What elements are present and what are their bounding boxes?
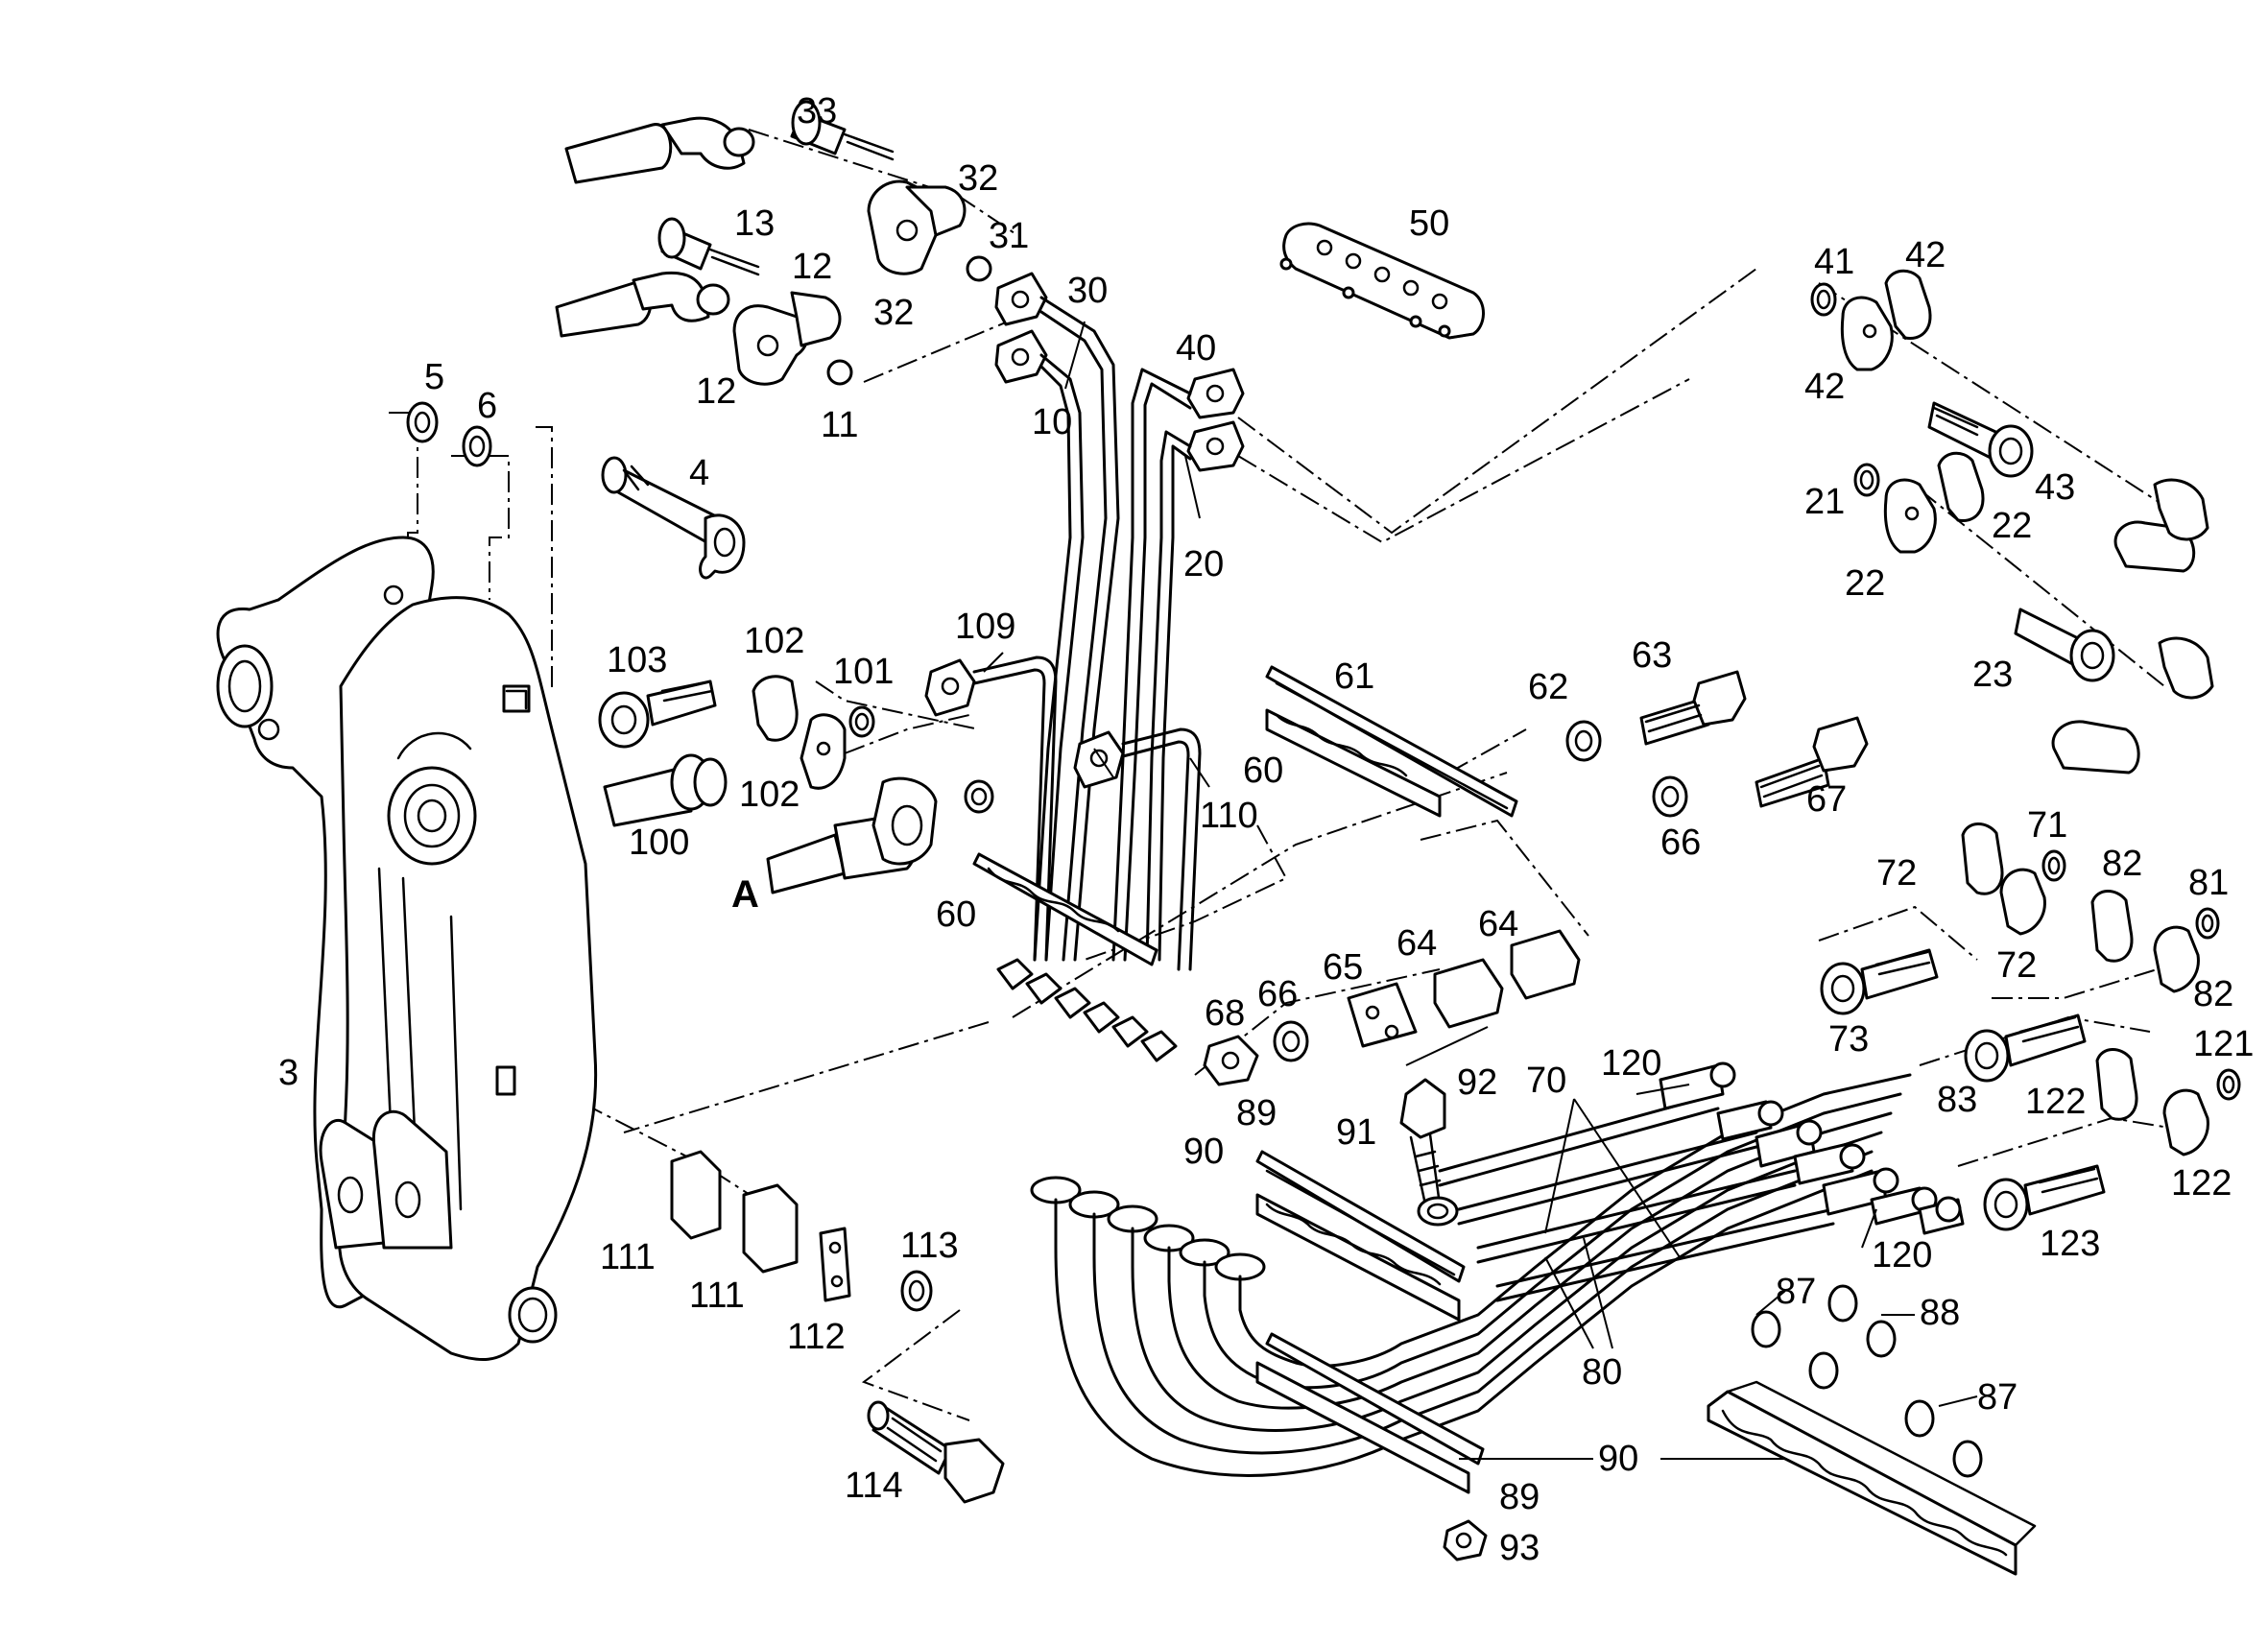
leader-lines xyxy=(983,321,1978,1460)
callout-102-top: 102 xyxy=(744,621,804,661)
callout-33: 33 xyxy=(797,91,837,131)
callout-113: 113 xyxy=(900,1226,959,1266)
washers-5-6 xyxy=(406,401,492,467)
callout-82-lower: 82 xyxy=(2193,974,2233,1014)
boom-arm xyxy=(216,536,598,1362)
callout-111-left: 111 xyxy=(689,1275,745,1316)
clamp-group-111 xyxy=(670,1150,1005,1504)
right-clamps-upper xyxy=(1810,269,2214,775)
callout-120-top: 120 xyxy=(1601,1043,1661,1084)
callout-71: 71 xyxy=(2027,805,2067,846)
callout-100: 100 xyxy=(629,822,689,863)
hose-end-fittings xyxy=(1659,1061,1965,1235)
callout-13: 13 xyxy=(734,203,775,244)
callout-11: 11 xyxy=(821,405,858,445)
callout-72-top: 72 xyxy=(1876,853,1917,894)
callout-65: 65 xyxy=(1323,947,1363,988)
callout-22-left: 22 xyxy=(1845,563,1885,604)
clamp-strips xyxy=(972,665,1518,1062)
clamp-group-122 xyxy=(1983,1048,2241,1231)
callout-22-right: 22 xyxy=(1992,506,2032,546)
clamp-group-82 xyxy=(1964,890,2220,1083)
callout-82-top: 82 xyxy=(2102,844,2142,884)
callout-112: 112 xyxy=(787,1317,846,1357)
callout-41: 41 xyxy=(1814,242,1854,282)
callout-89-bottom: 89 xyxy=(1499,1477,1540,1517)
callout-81: 81 xyxy=(2188,863,2229,903)
callout-102-lower: 102 xyxy=(739,775,800,815)
callout-101: 101 xyxy=(833,652,894,692)
callout-87-top: 87 xyxy=(1776,1272,1816,1312)
callout-6: 6 xyxy=(477,386,497,426)
callout-93: 93 xyxy=(1499,1528,1540,1568)
callout-90-bottom: 90 xyxy=(1598,1439,1638,1479)
callout-50: 50 xyxy=(1409,203,1449,244)
callout-90-top: 90 xyxy=(1183,1132,1224,1172)
callout-43: 43 xyxy=(2035,467,2075,508)
callout-4: 4 xyxy=(689,453,709,493)
callout-110: 110 xyxy=(1200,796,1258,836)
callout-labels: 33 32 32 31 30 13 12 12 11 10 50 40 20 4… xyxy=(278,91,2254,1568)
callout-122-lower: 122 xyxy=(2171,1163,2232,1204)
callout-109: 109 xyxy=(955,607,1015,647)
callout-60-right: 60 xyxy=(1243,751,1283,791)
callout-66-left: 66 xyxy=(1257,974,1298,1014)
callout-111-right: 111 xyxy=(600,1237,656,1277)
hose-rack-87-88 xyxy=(1707,1284,2037,1576)
callout-61: 61 xyxy=(1334,656,1374,697)
callout-31: 31 xyxy=(989,216,1029,256)
callout-64-left: 64 xyxy=(1397,923,1437,964)
callout-114: 114 xyxy=(845,1466,903,1506)
callout-80: 80 xyxy=(1582,1352,1622,1393)
bolts-and-plates-60s xyxy=(1203,670,1869,1086)
callout-12-lower: 12 xyxy=(696,371,736,412)
callout-23: 23 xyxy=(1972,655,2013,695)
fitting-group-100 xyxy=(598,656,1202,971)
callout-66-right: 66 xyxy=(1660,822,1701,863)
callout-72-lower: 72 xyxy=(1996,945,2037,986)
callout-123: 123 xyxy=(2040,1224,2100,1264)
callout-32-top: 32 xyxy=(958,158,998,199)
callout-92: 92 xyxy=(1457,1062,1497,1103)
callout-83: 83 xyxy=(1937,1080,1977,1120)
rigid-pipes xyxy=(1033,296,1192,962)
callout-67: 67 xyxy=(1806,779,1847,820)
callout-63: 63 xyxy=(1632,635,1672,676)
callout-42-top: 42 xyxy=(1905,235,1946,275)
callout-122-top: 122 xyxy=(2025,1082,2086,1122)
callout-20: 20 xyxy=(1183,544,1224,584)
callout-87-right: 87 xyxy=(1977,1377,2017,1418)
callout-64-right: 64 xyxy=(1478,904,1518,944)
callout-10: 10 xyxy=(1032,402,1072,442)
callout-30: 30 xyxy=(1067,271,1108,311)
upper-left-hose-group xyxy=(555,100,1048,386)
flanges-40-20 xyxy=(1186,368,1245,472)
callout-91: 91 xyxy=(1336,1112,1376,1153)
callout-32-lower: 32 xyxy=(873,293,914,333)
callout-121: 121 xyxy=(2193,1024,2254,1064)
fitting-4 xyxy=(601,456,746,580)
callout-42-lower: 42 xyxy=(1804,367,1845,407)
callout-120-bottom: 120 xyxy=(1872,1235,1932,1275)
callout-5: 5 xyxy=(424,357,444,397)
callout-12-top: 12 xyxy=(792,247,832,287)
hose-bundle xyxy=(1030,1061,1965,1494)
callout-70: 70 xyxy=(1526,1061,1566,1101)
callout-60-left: 60 xyxy=(936,894,976,935)
callout-103: 103 xyxy=(607,640,667,680)
callout-88: 88 xyxy=(1920,1293,1960,1333)
hose-flange-ends xyxy=(1030,1176,1266,1281)
view-label-A: A xyxy=(731,873,759,916)
callout-3: 3 xyxy=(278,1053,298,1093)
bolt-92-washer-91 xyxy=(1399,1078,1488,1562)
clamp-group-72 xyxy=(1820,822,2066,1015)
callout-68: 68 xyxy=(1205,993,1245,1034)
callout-21: 21 xyxy=(1804,482,1845,522)
callout-89-top: 89 xyxy=(1236,1093,1277,1133)
manifold-block xyxy=(1279,222,1485,340)
callout-73: 73 xyxy=(1828,1019,1869,1060)
callout-62: 62 xyxy=(1528,667,1568,707)
callout-40: 40 xyxy=(1176,328,1216,369)
